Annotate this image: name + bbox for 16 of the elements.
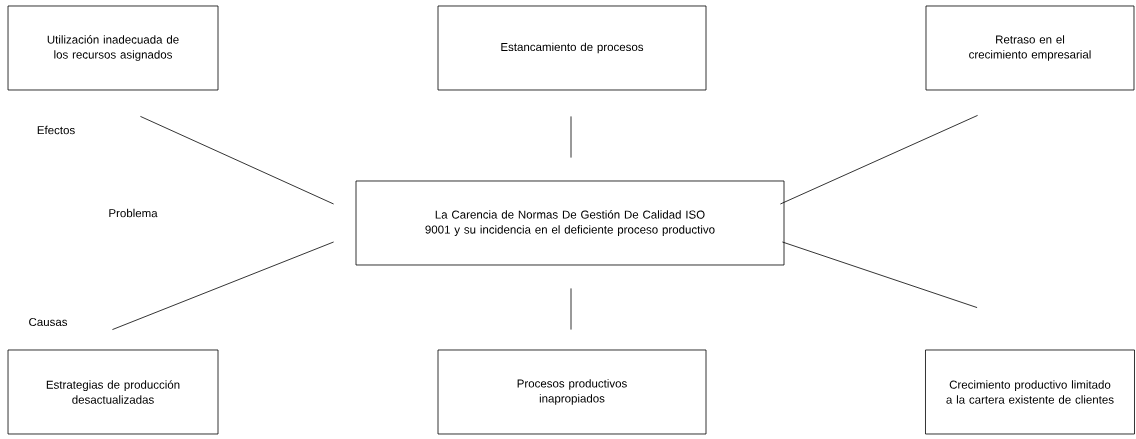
text-box: Procesos productivos inapropiados [437,349,707,435]
connector-line [570,288,572,330]
section-label: Problema [109,208,158,218]
connector-line [570,116,572,158]
text-box: Retraso en el crecimiento empresarial [925,5,1135,91]
text-box: Estrategias de producción desactualizadas [7,349,219,435]
text-box: Crecimiento productivo limitado a la cartera existente de clientes [925,349,1135,435]
connector-line [780,115,978,205]
text-box: Estancamiento de procesos [437,5,707,91]
text-box: Utilización inadecuada de los recursos asignados [7,5,219,91]
connector-line [112,241,334,330]
connector-line [782,241,978,308]
text-box: La Carencia de Normas De Gestión De Calidad ISO 9001 y su incidencia en el deficiente proceso productivo [355,180,785,266]
section-label: Efectos [37,125,75,135]
section-label: Causas [29,317,68,327]
connector-line [140,116,334,205]
